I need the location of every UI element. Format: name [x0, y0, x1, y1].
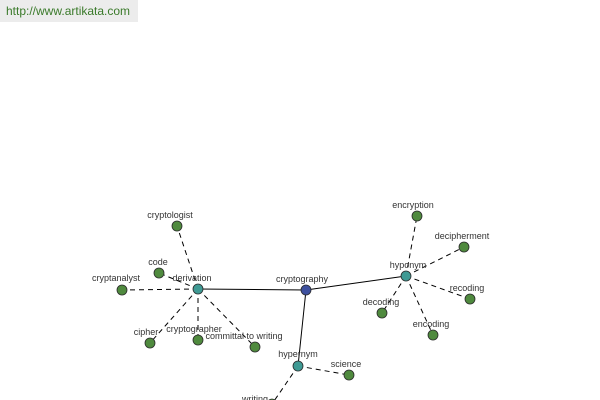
edge-hypernym-writing	[274, 365, 299, 400]
edge-hyponym-decoding	[381, 275, 407, 314]
edge-derivation-committal-to-writing	[197, 288, 256, 348]
label-leaf-encoding: encoding	[413, 319, 450, 329]
edge-root-hypernym	[297, 289, 307, 367]
node-leaf-decoding[interactable]	[376, 307, 388, 319]
edge-derivation-cipher	[149, 288, 199, 344]
edge-hyponym-decipherment	[405, 246, 465, 277]
edge-derivation-cryptanalyst	[121, 288, 199, 291]
edge-hyponym-encoding	[405, 275, 434, 336]
edge-root-hyponym	[305, 275, 407, 291]
node-leaf-science[interactable]	[343, 369, 355, 381]
label-leaf-writing: writing	[241, 394, 268, 400]
node-hub-derivation[interactable]	[192, 283, 204, 295]
label-leaf-cryptologist: cryptologist	[147, 210, 193, 220]
edge-hyponym-encryption	[405, 215, 418, 277]
edge-derivation-cryptologist	[176, 225, 199, 290]
node-hub-hyponym[interactable]	[400, 270, 412, 282]
node-leaf-decipherment[interactable]	[458, 241, 470, 253]
node-leaf-code[interactable]	[153, 267, 165, 279]
node-leaf-recoding[interactable]	[464, 293, 476, 305]
node-leaf-encryption[interactable]	[411, 210, 423, 222]
label-leaf-cryptanalyst: cryptanalyst	[92, 273, 141, 283]
node-leaf-cryptographer[interactable]	[192, 334, 204, 346]
label-leaf-cipher: cipher	[134, 327, 159, 337]
node-root-cryptography[interactable]	[300, 284, 312, 296]
label-hub-hyponym: hyponym	[390, 260, 427, 270]
node-leaf-encoding[interactable]	[427, 329, 439, 341]
source-url-link[interactable]: http://www.artikata.com	[0, 0, 138, 22]
node-leaf-cryptologist[interactable]	[171, 220, 183, 232]
label-root-cryptography: cryptography	[276, 274, 329, 284]
label-leaf-committal-to-writing: committal to writing	[205, 331, 282, 341]
edge-hyponym-recoding	[405, 275, 471, 300]
label-leaf-decipherment: decipherment	[435, 231, 490, 241]
label-leaf-decoding: decoding	[363, 297, 400, 307]
label-hub-hypernym: hypernym	[278, 349, 318, 359]
node-leaf-committal-to-writing[interactable]	[249, 341, 261, 353]
edge-root-derivation	[197, 288, 307, 291]
label-hub-derivation: derivation	[172, 273, 211, 283]
node-hub-hypernym[interactable]	[292, 360, 304, 372]
label-leaf-code: code	[148, 257, 168, 267]
label-leaf-science: science	[331, 359, 362, 369]
node-leaf-cipher[interactable]	[144, 337, 156, 349]
label-leaf-encryption: encryption	[392, 200, 434, 210]
label-leaf-cryptographer: cryptographer	[166, 324, 222, 334]
edge-derivation-code	[158, 272, 199, 290]
node-leaf-cryptanalyst[interactable]	[116, 284, 128, 296]
label-leaf-recoding: recoding	[450, 283, 485, 293]
